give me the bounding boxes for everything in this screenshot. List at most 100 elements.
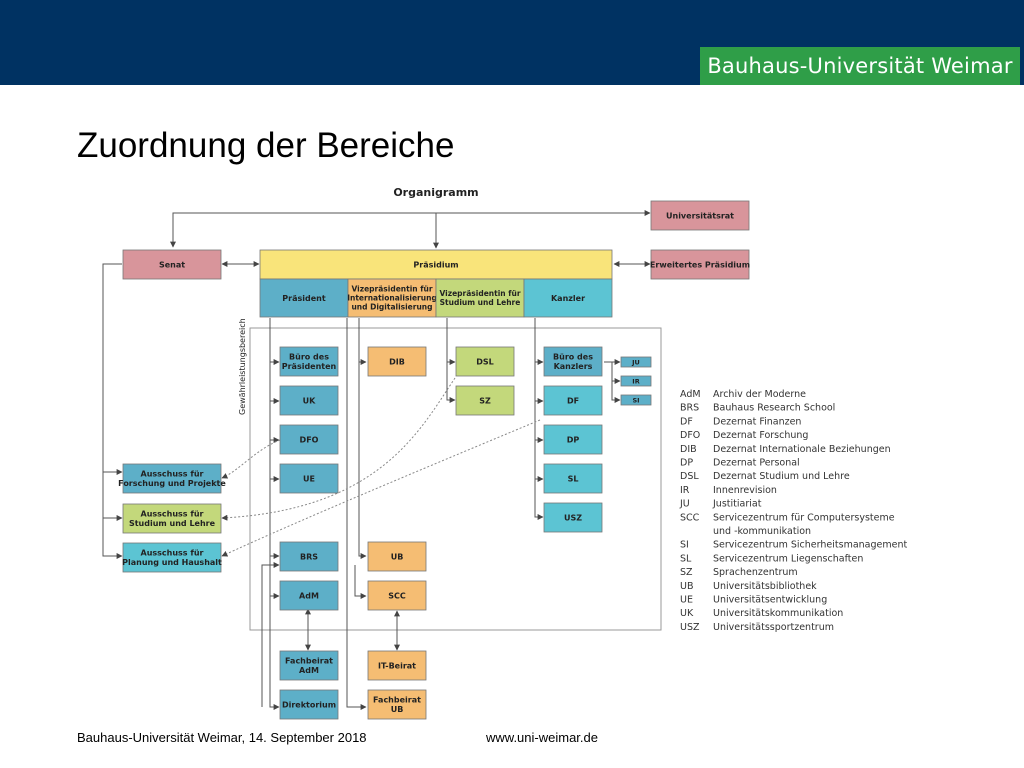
adm-box-shape [279,580,339,611]
legend-text: Sprachenzentrum [713,567,798,578]
universitaetsrat-box-shape [650,200,750,231]
kanzler-column [534,318,544,520]
legend-text: Innenrevision [713,485,777,496]
president-column [269,318,280,710]
senat-committee-bus [102,263,123,559]
legend-text: Archiv der Moderne [713,389,806,400]
df-box-label: DF [567,396,579,405]
universitaetsrat-box-label: Universitätsrat [666,211,734,220]
dp-box-label: DP [567,435,580,444]
kanzler-box-shape [523,278,613,318]
scc-box-shape [367,580,427,611]
buero-praesident-box-label: Büro des [289,353,329,362]
usz-box: USZ [543,502,603,533]
fachbeirat-ub-box-label: Fachbeirat [373,696,421,705]
dsl-box-shape [455,346,515,377]
legend-row: DFO Dezernat Forschung [680,430,808,441]
organigram-title: Organigramm [393,186,478,199]
legend-text: Servicezentrum für Computersysteme [713,512,895,523]
ue-box-label: UE [303,474,315,483]
legend-text: Servicezentrum Sicherheitsmanagement [713,540,907,551]
footer-url: www.uni-weimar.de [486,730,598,745]
dib-box-shape [367,346,427,377]
vpint-branch-scc [354,565,367,599]
praesidium-box-label: Präsidium [413,260,458,269]
it-beirat-box-label: IT-Beirat [378,661,416,670]
ausschuss-forschung-box-shape [122,463,222,494]
legend-abbr: SI [680,540,689,551]
ub-box-label: UB [391,552,404,561]
legend-text: und -kommunikation [713,526,811,537]
buero-kanzler-box-shape [543,346,603,377]
fachbeirat-adm-box-label: Fachbeirat [285,657,333,666]
praesident-box: Präsident [259,278,349,318]
direktorium-box-shape [279,689,339,720]
dotted-link-forschung [221,439,281,479]
ir-box: IR [620,375,652,387]
president-branch-dir [261,562,280,707]
legend-row: UK Universitätskommunikation [680,608,843,619]
legend-abbr: SL [680,553,692,564]
ausschuss-studium-box-shape [122,503,222,534]
legend-abbr: DP [680,458,693,469]
vp-internationalisierung-box-label: und Digitalisierung [351,303,432,312]
vp-studium-box-label: Studium und Lehre [440,298,521,307]
legend-abbr: DF [680,416,693,427]
legend-abbr: DFO [680,430,700,441]
dfo-box-shape [279,424,339,455]
sz-box-shape [455,385,515,416]
buero-praesident-box-shape [279,346,339,377]
responsibility-area-label: Gewährleistungsbereich [238,318,247,415]
dotted-link-studium [221,377,456,521]
uk-box: UK [279,385,339,416]
legend-abbr: SCC [680,512,700,523]
usz-box-label: USZ [564,513,582,522]
legend-row: AdM Archiv der Moderne [680,389,806,400]
slide-title: Zuordnung der Bereiche [77,126,455,165]
fachbeirat-ub-box-label: UB [391,705,404,714]
ausschuss-forschung-box-label: Forschung und Projekte [118,479,226,488]
sl-box-shape [543,463,603,494]
dotted-link-planung [221,419,541,557]
legend-abbr: AdM [680,389,701,400]
ue-box: UE [279,463,339,494]
dp-box: DP [543,424,603,455]
ausschuss-planung-box-label: Ausschuss für [141,549,204,558]
legend-text: Universitätskommunikation [713,608,843,619]
ausschuss-planung-box-label: Planung und Haushalt [122,558,222,567]
brs-box-shape [279,541,339,572]
ue-box-shape [279,463,339,494]
si-box-shape [620,394,652,406]
fachbeirat-adm-box-shape [279,650,339,681]
brs-box: BRS [279,541,339,572]
legend-abbr: UE [680,595,693,606]
fachbeirat-ub-box-shape [367,689,427,720]
footer-date: Bauhaus-Universität Weimar, 14. Septembe… [77,730,367,745]
si-box: SI [620,394,652,406]
sl-box: SL [543,463,603,494]
legend-abbr: DSL [680,471,699,482]
praesident-box-label: Präsident [282,294,326,303]
legend-text: Dezernat Forschung [713,430,808,441]
legend-row: und -kommunikation [713,526,811,537]
legend-row: SI Servicezentrum Sicherheitsmanagement [680,540,907,551]
uk-box-label: UK [303,396,316,405]
legend-row: SCC Servicezentrum für Computersysteme [680,512,895,523]
senat-box: Senat [122,249,222,280]
sl-box-label: SL [568,474,579,483]
ju-box-shape [620,356,652,368]
df-box-shape [543,385,603,416]
scc-box: SCC [367,580,427,611]
legend-abbr: UK [680,608,694,619]
vp-internationalisierung-box-shape [347,278,437,318]
brs-box-label: BRS [300,552,318,561]
dp-box-shape [543,424,603,455]
responsibility-area-frame [249,327,662,631]
